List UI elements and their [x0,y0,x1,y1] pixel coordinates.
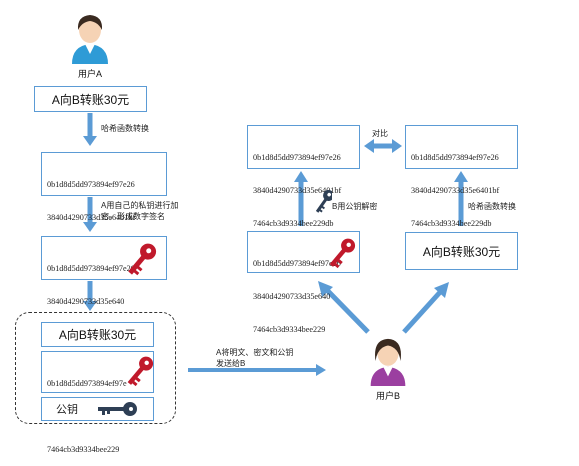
sign-step-label: A用自己的私钥进行加 密，形成数字签名 [101,201,179,221]
hash-box-recomputed: 0b1d8d5dd973894ef97e26 3840d4290733d35e6… [405,125,518,228]
arrow-transfer-to-hash [83,113,97,146]
hash-step-label-right: 哈希函数转换 [468,202,516,211]
hash-line: 0b1d8d5dd973894ef97e26 [411,153,499,162]
userA-label: 用户A [77,69,102,79]
userB: 用户B [366,334,410,402]
userB-label: 用户B [375,391,400,401]
hash-line: 7464cb3d9334bee229db [253,219,334,228]
transfer-text: A向B转账30元 [51,92,130,107]
arrow-userB-to-signature [318,281,370,334]
arrows-layer [83,113,468,376]
decrypt-label: B用公钥解密 [332,202,378,211]
hash-box-left: 0b1d8d5dd973894ef97e26 3840d4290733d35e6… [41,152,167,255]
bundle-transfer-box: A向B转账30元 [41,322,154,347]
sig-line: 3840d4290733d35e640 [47,297,125,306]
person-icon [370,338,406,386]
transfer-box-a: A向B转账30元 [34,86,147,112]
private-key-icon [128,243,157,276]
hash-line: 3840d4290733d35e6401bf [411,186,500,195]
public-key-label: 公钥 [56,404,78,416]
arrow-signature-to-bundle [83,281,97,311]
compare-label: 对比 [372,129,388,138]
send-label: A将明文、密文和公钥 发送给B [216,348,294,368]
hash-line: 0b1d8d5dd973894ef97e26 [253,153,341,162]
public-key-box: 公钥 [41,397,154,421]
sig-line: 3840d4290733d35e640 [253,292,331,301]
arrow-compare-double [364,139,402,153]
sig-line: 0b1d8d5dd973894ef97e26 [253,259,341,268]
arrow-hash-up [454,171,468,226]
arrow-userB-to-plaintext [402,282,449,334]
hash-line: 3840d4290733d35e6401bf [47,213,136,222]
transfer-box-right: A向B转账30元 [405,232,518,270]
hash-box-decrypted: 0b1d8d5dd973894ef97e26 3840d4290733d35e6… [247,125,360,228]
public-key-icon [316,189,332,213]
public-key-icon [98,402,137,416]
hash-line: 3840d4290733d35e6401bf [253,186,342,195]
private-key-icon [329,238,356,269]
private-key-icon [127,356,154,387]
hash-line: 0b1d8d5dd973894ef97e26 [47,180,135,189]
person-icon [72,15,108,64]
transfer-text-right: A向B转账30元 [422,244,501,259]
hash-line: 7464cb3d9334bee229db [411,219,492,228]
message-bundle [15,312,176,424]
sig-line: 7464cb3d9334bee229 [47,445,120,454]
sig-line: 0b1d8d5dd973894ef97e [47,379,127,388]
userA: 用户A [68,10,112,80]
arrow-hash-to-signature [83,197,97,232]
arrow-decrypt-up [294,171,308,226]
sig-line: 7464cb3d9334bee229 [253,325,326,334]
arrow-send-to-userB [188,364,326,376]
hash-step-label: 哈希函数转换 [101,124,149,133]
bundle-transfer-text: A向B转账30元 [58,328,137,342]
sig-line: 0b1d8d5dd973894ef97e26 [47,264,135,273]
